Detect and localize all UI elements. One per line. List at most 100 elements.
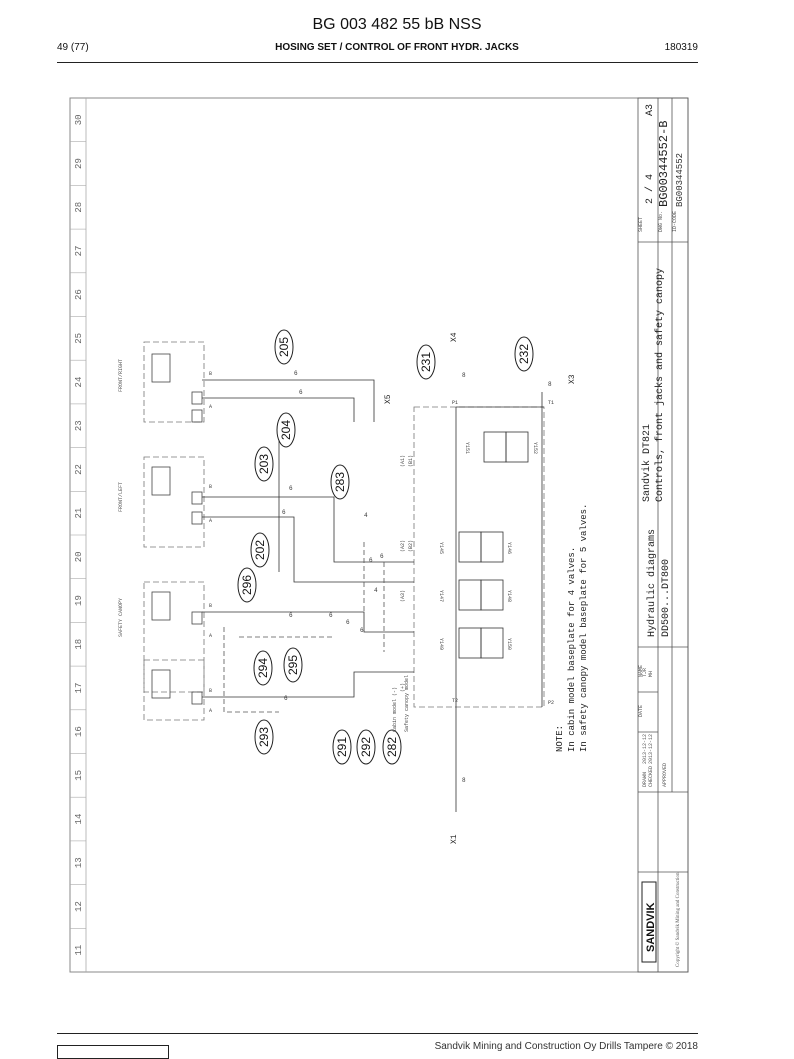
sheet-number: 2 / 4 <box>644 174 656 204</box>
header-rule <box>57 62 698 63</box>
valve-label: Y151 <box>464 442 470 454</box>
valve-port-label: (A2) <box>400 540 406 552</box>
connection-x5: X5 <box>384 394 393 404</box>
brand-logo: SANDVIK <box>645 902 657 952</box>
port-p2: P2 <box>548 700 554 706</box>
valve-label: Y149 <box>438 638 444 650</box>
port-label: A <box>209 708 212 714</box>
callout-202: 202 <box>250 532 270 568</box>
note-line-2: In safety canopy model baseplate for 5 v… <box>579 504 589 752</box>
note-line-1: In cabin model baseplate for 4 valves. <box>567 547 577 752</box>
port-label: B <box>209 603 212 609</box>
zone-number: 11 <box>74 945 84 956</box>
date-col-label: DATE <box>638 705 644 717</box>
zone-number: 20 <box>74 551 84 562</box>
hose-size-label: 6 <box>289 485 293 492</box>
drawing-frame <box>69 97 689 973</box>
hose-size-label: 8 <box>548 381 552 388</box>
jack-group-label-front-left: FRONT/LEFT <box>118 482 124 512</box>
footer-copyright: Sandvik Mining and Construction Oy Drill… <box>434 1041 698 1052</box>
svg-text:204: 204 <box>279 420 293 440</box>
hose-size-label: 6 <box>289 612 293 619</box>
hose-size-label: 4 <box>364 512 368 519</box>
zone-number: 22 <box>74 464 84 475</box>
jack-box-front-left <box>143 456 205 548</box>
callout-291: 291 <box>332 729 352 765</box>
connection-x4: X4 <box>450 332 459 342</box>
zone-number: 30 <box>74 114 84 125</box>
part-number: BG00344552 <box>675 153 685 207</box>
svg-text:231: 231 <box>419 352 433 372</box>
valve-port-label: (B1) <box>408 455 414 467</box>
port-label: A <box>209 633 212 639</box>
checked-date: 2013-12-12 <box>648 734 654 764</box>
hose-size-label: 6 <box>299 389 303 396</box>
svg-text:232: 232 <box>517 344 531 364</box>
valve-note: Cabin model (-) <box>392 687 398 732</box>
valve-port-label: (B2) <box>408 540 414 552</box>
port-label: A <box>209 404 212 410</box>
connection-x1: X1 <box>450 834 459 844</box>
footer-logo <box>57 1045 169 1059</box>
zone-number: 28 <box>74 202 84 213</box>
port-t1: T1 <box>548 400 554 406</box>
port-t2: T2 <box>452 698 458 704</box>
zone-number: 14 <box>74 814 84 825</box>
svg-text:292: 292 <box>359 737 373 757</box>
zone-number: 13 <box>74 857 84 868</box>
hose-size-label: 6 <box>346 619 350 626</box>
svg-text:293: 293 <box>257 727 271 747</box>
svg-text:282: 282 <box>385 737 399 757</box>
zone-number: 18 <box>74 639 84 650</box>
zone-number: 24 <box>74 377 84 388</box>
zone-number: 19 <box>74 595 84 606</box>
drawing-no-label: DWG No. <box>658 211 664 232</box>
hose-size-label: 6 <box>284 695 288 702</box>
svg-text:291: 291 <box>335 737 349 757</box>
svg-text:202: 202 <box>253 540 267 560</box>
zone-number: 15 <box>74 770 84 781</box>
valve-note: Safety canopy model <box>404 675 410 732</box>
copyright: Copyright © Sandvik Mining and Construct… <box>675 872 681 967</box>
approved-label: APPROVED <box>662 763 668 787</box>
jack-group-label-canopy: SAFETY CANOPY <box>118 598 124 637</box>
drawn-label: DRAWN <box>642 772 648 787</box>
callout-293: 293 <box>254 719 274 755</box>
section-title: HOSING SET / CONTROL OF FRONT HYDR. JACK… <box>275 42 519 53</box>
valve-port-label: (+) <box>400 683 406 692</box>
hose-size-label: 6 <box>369 557 373 564</box>
valve-label: Y147 <box>438 590 444 602</box>
checked-name: MH <box>648 671 654 677</box>
zone-number: 12 <box>74 901 84 912</box>
callout-282: 282 <box>382 729 402 765</box>
document-code: BG 003 482 55 bB NSS <box>312 16 482 33</box>
svg-text:295: 295 <box>286 655 300 675</box>
svg-text:296: 296 <box>240 575 254 595</box>
callout-296: 296 <box>237 567 257 603</box>
name-col-label: NAME <box>638 665 644 677</box>
connection-x3: X3 <box>568 374 577 384</box>
jack-group-label-front-right: FRONT/RIGHT <box>118 359 124 392</box>
title-block <box>637 97 689 973</box>
jack-box-canopy-2 <box>143 659 205 721</box>
callout-231: 231 <box>416 344 436 380</box>
port-label: B <box>209 688 212 694</box>
hose-size-label: 4 <box>374 587 378 594</box>
valve-label: Y145 <box>438 542 444 554</box>
drawn-name: TJR <box>642 668 648 677</box>
valve-label: Y150 <box>506 638 512 650</box>
zone-number: 26 <box>74 289 84 300</box>
jack-box-canopy-1 <box>143 581 205 693</box>
hose-size-label: 8 <box>462 372 466 379</box>
zone-number: 25 <box>74 333 84 344</box>
model-range: DD500...DT800 <box>661 559 672 637</box>
callout-292: 292 <box>356 729 376 765</box>
port-label: B <box>209 371 212 377</box>
drawing-title: Hydraulic diagrams <box>646 529 658 637</box>
valve-port-label: (A1) <box>400 455 406 467</box>
callout-204: 204 <box>276 412 296 448</box>
date-code: 180319 <box>664 42 698 53</box>
valve-label: Y148 <box>506 590 512 602</box>
